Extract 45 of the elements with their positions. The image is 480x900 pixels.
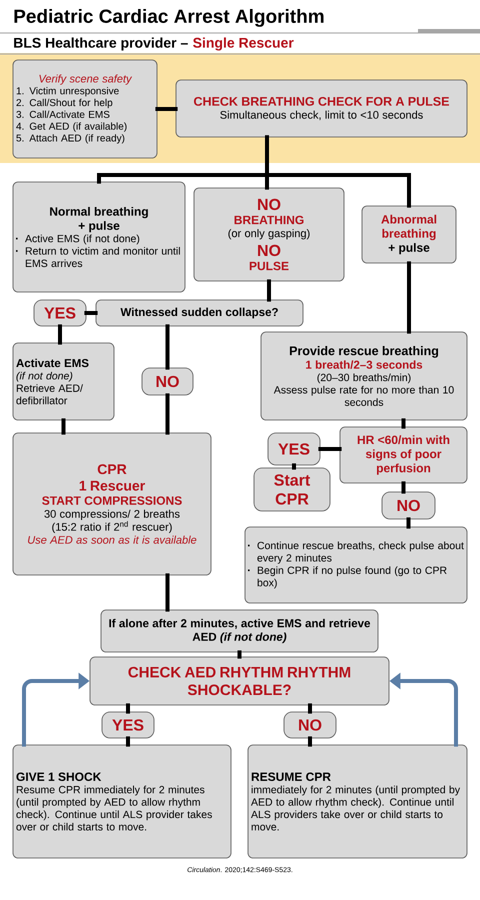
connector: [402, 418, 406, 429]
connector: [84, 311, 98, 315]
connector: [292, 463, 296, 470]
connector: [166, 393, 170, 435]
answer-box: NO: [284, 712, 336, 738]
connector: [318, 447, 342, 451]
instruction-box: Continue rescue breaths, check pulse about every 2 minutes Begin CPR if no pulse found (go to CPR box): [244, 526, 468, 604]
connector: [166, 573, 170, 612]
process-box: CPR 1 Rescuer START COMPRESSIONS 30 compressions/ 2 breaths (15:2 ratio if 2$^{nd}$ rescuer) Use AED as soon as it is available: [12, 432, 212, 576]
connector: [308, 736, 312, 747]
process-box: NO BREATHING (or only gasping) NO PULSE: [194, 188, 344, 282]
instruction-box: Verify scene safety 1. Victim unresponsive 2. Call/Shout for help 3. Call/Activate EMS 4. Get AED (if available) 5. Attach AED (if ready): [12, 60, 158, 158]
connector: [267, 279, 271, 302]
connector: [265, 135, 411, 208]
title: Pediatric Cardiac Arrest Algorithm: [14, 9, 324, 27]
subtitle: Single Rescuer: [193, 37, 294, 51]
instruction-box: Activate EMS (if not done) Retrieve AED/ defibrillator: [12, 342, 114, 420]
instruction-box: RESUME CPR immediately for 2 minutes (until prompted by AED to allow rhythm check). Continue until ALS providers take over or child starts to move.: [248, 744, 468, 858]
instruction-box: Provide rescue breathing 1 breath/2–3 seconds (20–30 breaths/min) Assess pulse rate for no more than 10 seconds: [260, 332, 468, 420]
answer-box: NO: [382, 492, 436, 520]
subtitle: BLS Healthcare provider –: [14, 37, 188, 51]
connector: [402, 481, 406, 494]
decision-box: Witnessed sudden collapse?: [96, 300, 304, 326]
answer-box: YES: [268, 432, 320, 466]
instruction-box: GIVE 1 SHOCK Resume CPR immediately for 2 minutes (until prompted by AED to allow rhythm check). Continue until ALS provider takes over or child starts to move.: [12, 744, 232, 858]
process-box: Abnormal breathing + pulse: [362, 206, 456, 264]
process-box: Start CPR: [254, 468, 330, 512]
connector: [308, 703, 312, 714]
connector: [407, 261, 411, 334]
decision-box: CHECK AED RHYTHM RHYTHM SHOCKABLE?: [90, 656, 390, 706]
connector: [62, 418, 66, 435]
connector: [238, 650, 242, 659]
connector: [166, 324, 170, 370]
connector: [126, 703, 130, 714]
process-box: If alone after 2 minutes, active EMS and retrieve AED (if not done): [100, 610, 378, 652]
connector: [155, 107, 178, 111]
decision-box: HR <60/min with signs of poor perfusion: [340, 426, 468, 484]
instruction-box: Normal breathing + pulse Active EMS (if not done) Return to victim and monitor until EMS arrives: [12, 182, 186, 292]
connector: [126, 736, 130, 747]
answer-box: NO: [142, 368, 194, 396]
answer-box: YES: [102, 712, 154, 738]
answer-box: YES: [34, 300, 86, 326]
connector: [58, 324, 62, 345]
connector: [406, 517, 410, 529]
process-box: CHECK BREATHING CHECK FOR A PULSE Simultaneous check, limit to <10 seconds: [176, 80, 468, 138]
